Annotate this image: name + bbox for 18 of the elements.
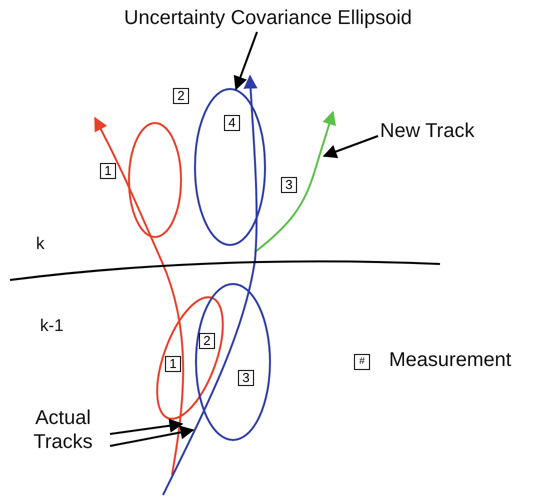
callout-text: New Track	[380, 119, 474, 143]
time-step-label: k	[36, 233, 44, 255]
measurement-marker: #	[354, 354, 370, 370]
measurement-marker: 2	[199, 333, 215, 349]
measurement-marker: 2	[173, 88, 189, 104]
leader-arrow	[110, 418, 184, 435]
measurement-marker: 3	[238, 370, 254, 386]
covariance-ellipse	[194, 88, 266, 246]
callout-text: Uncertainty Covariance Ellipsoid	[124, 6, 412, 30]
leader-arrow	[322, 135, 378, 158]
leader-arrow	[234, 32, 258, 90]
legend-text: Measurement	[389, 348, 512, 372]
callout-text: Actual Tracks	[18, 406, 108, 454]
measurement-marker: 1	[100, 163, 116, 179]
measurement-marker: 3	[281, 177, 297, 193]
measurement-marker: 1	[165, 356, 181, 372]
time-step-label: k-1	[40, 315, 64, 337]
leader-arrow	[110, 426, 194, 447]
